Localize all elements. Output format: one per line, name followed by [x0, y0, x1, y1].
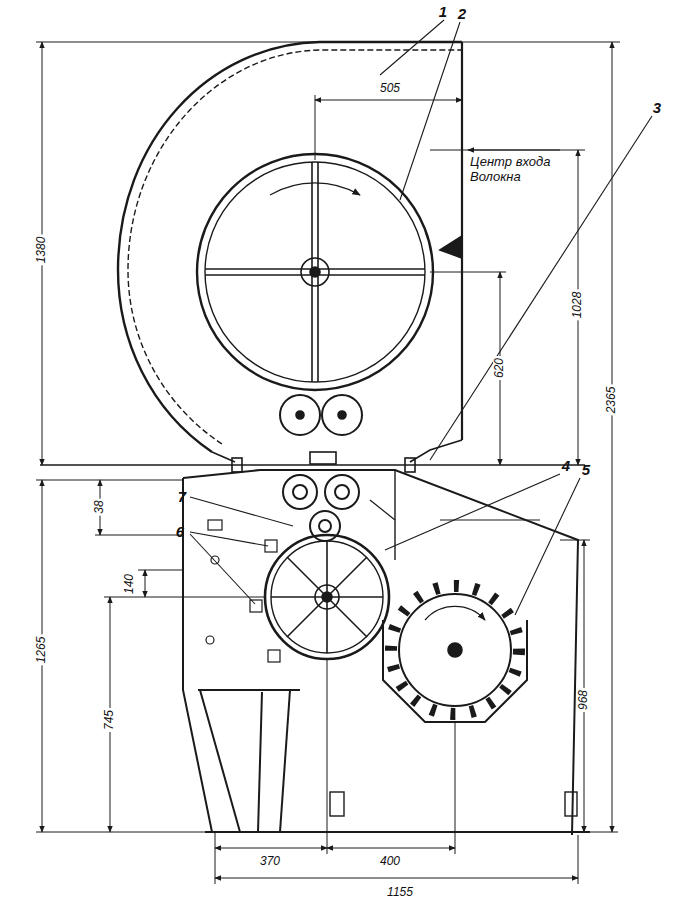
dimension-label: 38 — [93, 498, 107, 515]
dimension-lines — [36, 42, 620, 884]
callout-number: 6 — [174, 523, 186, 540]
dimension-label: 1155 — [385, 886, 415, 900]
dimension-label: 1028 — [571, 290, 585, 321]
callout-number: 5 — [580, 461, 592, 478]
dimension-label: 400 — [378, 855, 402, 869]
dimension-label: 140 — [123, 572, 137, 596]
callout-number: 3 — [651, 99, 663, 116]
spoked-drum — [265, 535, 389, 659]
note-text: Центр входа Волокна — [468, 155, 572, 185]
spiked-beater — [383, 586, 527, 722]
dimension-label: 370 — [258, 855, 282, 869]
callout-number: 2 — [456, 5, 468, 22]
dimension-label: 745 — [103, 708, 117, 732]
callout-number: 7 — [176, 488, 188, 505]
cleaner-housing — [183, 470, 590, 835]
dimension-label: 505 — [378, 82, 402, 96]
condenser-drum — [197, 154, 433, 390]
callout-number: 4 — [560, 457, 572, 474]
feed-rollers — [283, 475, 359, 541]
volute-housing — [118, 42, 462, 462]
dimension-label: 968 — [577, 688, 591, 712]
callout-number: 1 — [437, 3, 449, 20]
dimension-label: 620 — [493, 356, 507, 380]
take-off-rollers — [280, 395, 362, 435]
dimension-label: 2365 — [605, 385, 619, 416]
leader-lines — [190, 20, 652, 615]
dimension-label: 1380 — [35, 235, 49, 266]
dimension-label: 1265 — [35, 635, 49, 666]
